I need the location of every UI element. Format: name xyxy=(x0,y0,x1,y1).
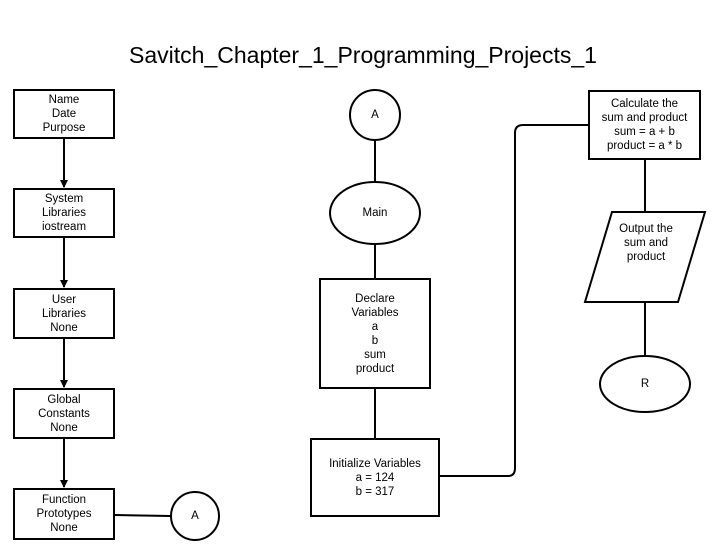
header-line-1: Name xyxy=(48,94,80,106)
declare-variables-line-2: Variables xyxy=(351,306,399,319)
edge-initialize-variables-to-calculate xyxy=(439,124,589,477)
calculate-line-1: Calculate the xyxy=(610,98,679,110)
header-line-2: Date xyxy=(51,108,77,120)
header-box xyxy=(13,89,115,139)
calculate-box xyxy=(588,90,701,160)
main-terminal-ellipse xyxy=(329,181,421,245)
connector-a-in-label: A xyxy=(350,90,400,140)
declare-variables-line-5: sum xyxy=(364,348,386,361)
return-label: R xyxy=(600,356,690,412)
global-constants-label: Global Constants None xyxy=(14,389,114,438)
output-line-1: Output the xyxy=(619,223,673,235)
global-constants-line-3: None xyxy=(50,421,78,434)
system-libraries-line-1: System xyxy=(44,193,84,205)
user-libraries-line-3: None xyxy=(50,321,78,334)
global-constants-line-2: Constants xyxy=(38,407,90,420)
system-libraries-label: System Libraries iostream xyxy=(14,189,114,237)
calculate-line-3: sum = a + b xyxy=(614,126,675,138)
declare-variables-box xyxy=(319,278,431,389)
declare-variables-line-6: product xyxy=(355,362,395,375)
connector-a-in-text: A xyxy=(371,109,379,121)
function-prototypes-label: Function Prototypes None xyxy=(14,489,114,539)
initialize-variables-line-1: Initialize Variables xyxy=(329,457,421,470)
function-prototypes-line-2: Prototypes xyxy=(36,508,92,520)
output-line-2: sum and xyxy=(623,237,669,249)
declare-variables-line-1: Declare xyxy=(355,292,395,305)
connector-a-out-circle xyxy=(170,491,220,541)
output-label: Output the sum and product xyxy=(600,222,692,292)
initialize-variables-label: Initialize Variables a = 124 b = 317 xyxy=(311,439,439,516)
user-libraries-line-2: Libraries xyxy=(41,307,87,320)
calculate-label: Calculate the sum and product sum = a + … xyxy=(589,91,700,159)
calculate-line-4: product = a * b xyxy=(606,140,683,152)
connector-a-out-text: A xyxy=(191,510,199,522)
diagram-title: Savitch_Chapter_1_Programming_Projects_1 xyxy=(129,42,597,68)
global-constants-box xyxy=(13,388,115,439)
initialize-variables-line-2: a = 124 xyxy=(355,471,395,484)
declare-variables-line-4: b xyxy=(371,334,379,347)
user-libraries-line-1: User xyxy=(51,293,77,306)
user-libraries-box xyxy=(13,288,115,339)
initialize-variables-box xyxy=(310,438,440,517)
user-libraries-label: User Libraries None xyxy=(14,289,114,338)
system-libraries-box xyxy=(13,188,115,238)
main-label: Main xyxy=(330,182,420,244)
calculate-line-2: sum and product xyxy=(601,112,688,124)
function-prototypes-line-1: Function xyxy=(41,494,87,506)
system-libraries-line-3: iostream xyxy=(41,221,87,233)
function-prototypes-line-3: None xyxy=(50,522,78,534)
connector-a-in-circle xyxy=(349,89,401,141)
connector-a-out-label: A xyxy=(171,492,219,540)
declare-variables-line-3: a xyxy=(371,320,379,333)
return-terminal-ellipse xyxy=(599,355,691,413)
header-line-3: Purpose xyxy=(42,122,86,134)
edge-function-prototypes-to-connector-a xyxy=(113,514,171,517)
declare-variables-label: Declare Variables a b sum product xyxy=(320,279,430,388)
global-constants-line-1: Global xyxy=(47,393,81,406)
return-text: R xyxy=(640,378,650,390)
initialize-variables-line-3: b = 317 xyxy=(355,485,395,498)
system-libraries-line-2: Libraries xyxy=(41,207,87,219)
function-prototypes-box xyxy=(13,488,115,540)
output-line-3: product xyxy=(626,251,666,263)
header-label: Name Date Purpose xyxy=(14,90,114,138)
output-parallelogram xyxy=(583,211,707,303)
main-text: Main xyxy=(362,207,388,219)
